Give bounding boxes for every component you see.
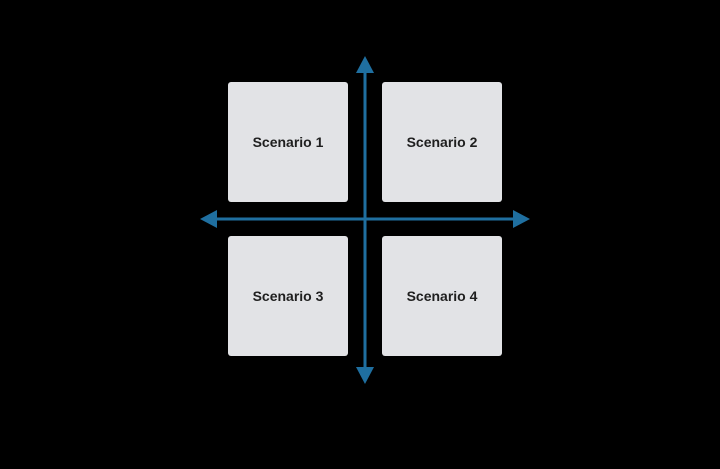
scenario-4-box: Scenario 4 [382, 236, 502, 356]
scenario-1-box: Scenario 1 [228, 82, 348, 202]
down-arrowhead-icon [356, 367, 374, 384]
up-arrowhead-icon [356, 56, 374, 73]
scenario-1-label: Scenario 1 [252, 134, 324, 150]
scenario-2-label: Scenario 2 [406, 134, 478, 150]
right-arrowhead-icon [513, 210, 530, 228]
scenario-2-box: Scenario 2 [382, 82, 502, 202]
left-arrowhead-icon [200, 210, 217, 228]
scenario-4-label: Scenario 4 [406, 288, 478, 304]
scenario-3-box: Scenario 3 [228, 236, 348, 356]
scenario-3-label: Scenario 3 [252, 288, 324, 304]
